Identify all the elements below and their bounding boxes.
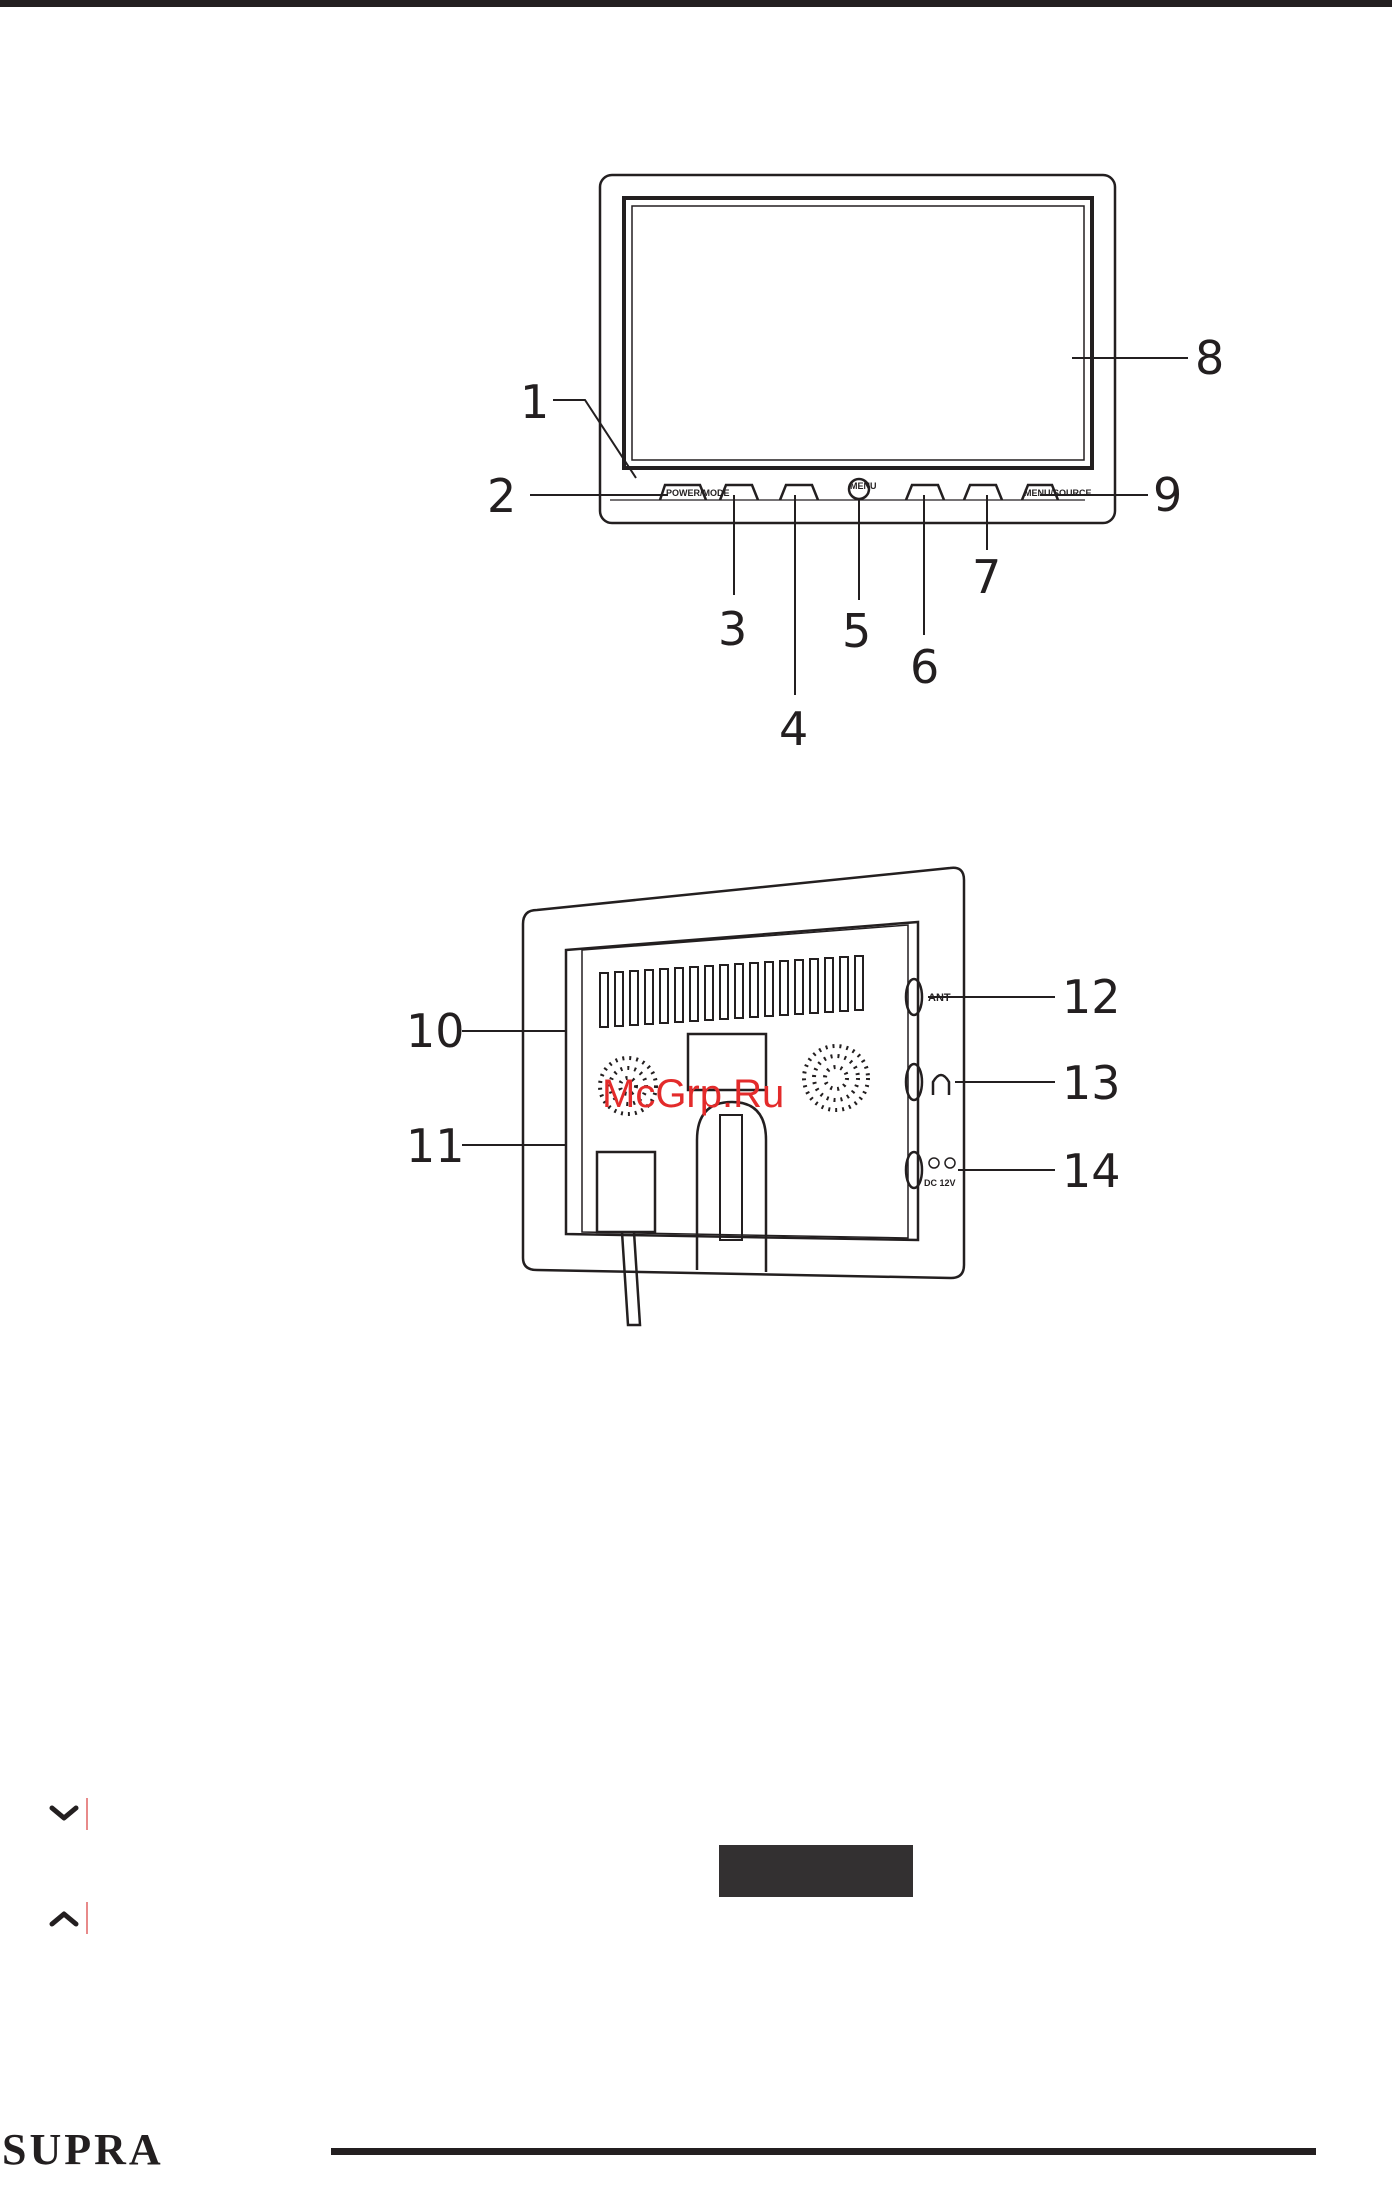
power-cable [622, 1232, 640, 1325]
callout-11: 11 [406, 1119, 465, 1173]
button-4 [780, 485, 818, 500]
callout-5: 5 [842, 604, 871, 658]
front-view-figure [600, 175, 1115, 523]
callout-12: 12 [1062, 970, 1121, 1024]
callout-6: 6 [910, 640, 939, 694]
rear-mount [697, 1102, 766, 1272]
button-source-mark: MENU/SOURCE [1024, 488, 1092, 498]
callout-3: 3 [718, 602, 747, 656]
monitor-screen-outer [624, 198, 1092, 468]
button-power-mark: POWER/MODE [666, 488, 730, 498]
bottom-rule [331, 2148, 1316, 2155]
callout-10: 10 [406, 1004, 465, 1058]
next-page-button[interactable] [44, 1792, 92, 1836]
callout-14: 14 [1062, 1144, 1121, 1198]
button-7 [964, 485, 1002, 500]
callout-2: 2 [487, 469, 516, 523]
callout-13: 13 [1062, 1056, 1121, 1110]
nav-divider [86, 1902, 88, 1934]
callout-9: 9 [1153, 468, 1182, 522]
monitor-bezel [600, 175, 1115, 523]
button-menu-mark: MENU [850, 481, 877, 491]
chevron-up-icon [44, 1898, 84, 1938]
rear-vents [600, 956, 863, 1027]
callout-7: 7 [972, 550, 1001, 604]
nav-divider [86, 1798, 88, 1830]
rear-cable-box [597, 1152, 655, 1232]
headphone-symbol [933, 1075, 949, 1095]
chevron-down-icon [44, 1794, 84, 1834]
callout-4: 4 [779, 702, 808, 756]
monitor-screen-inner [632, 206, 1084, 460]
callout-1: 1 [520, 375, 549, 429]
previous-page-button[interactable] [44, 1896, 92, 1940]
brand-logo: SUPRA [2, 2124, 164, 2175]
page-indicator-box[interactable] [719, 1845, 913, 1897]
watermark: McGrp.Ru [602, 1072, 784, 1116]
port-dc-label: DC 12V [924, 1178, 956, 1188]
callout-8: 8 [1195, 331, 1224, 385]
